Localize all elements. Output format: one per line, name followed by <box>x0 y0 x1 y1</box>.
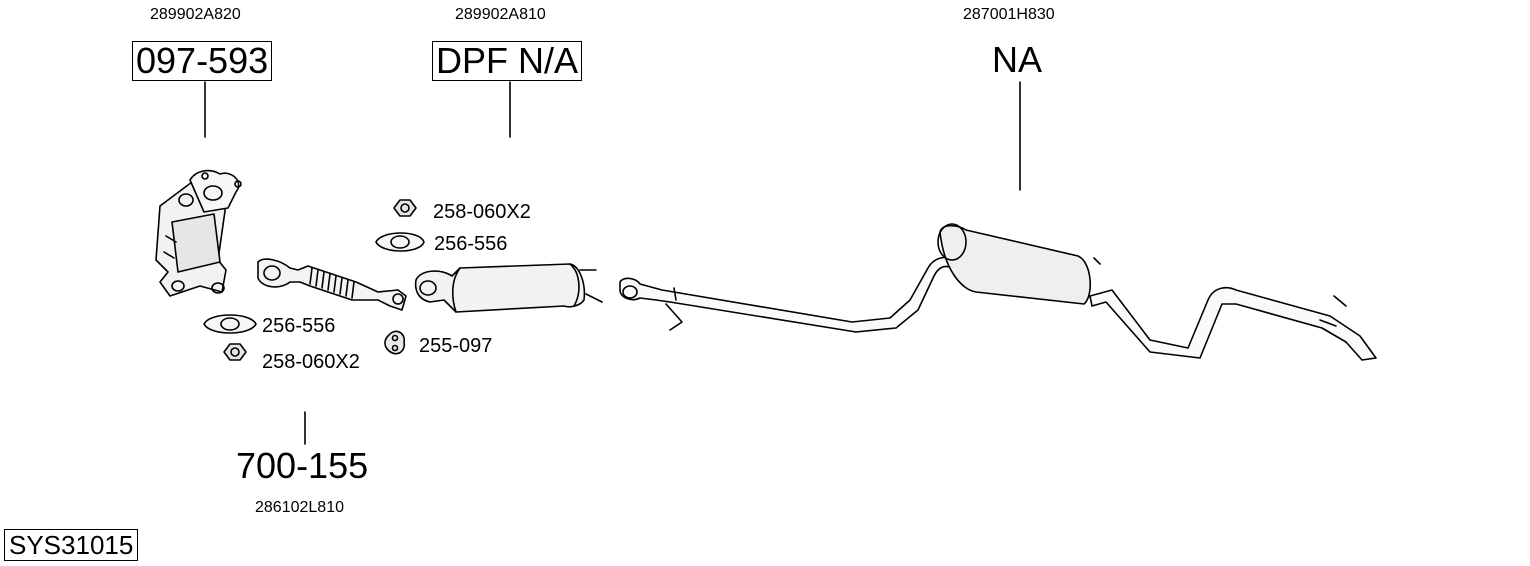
gasket-right-drawing <box>375 232 425 252</box>
silencer-part-number[interactable]: NA <box>992 39 1043 80</box>
silencer-oem-number: 287001H830 <box>963 6 1055 23</box>
cat-oem-number: 289902A820 <box>150 6 241 23</box>
front-pipe-part-number[interactable]: 700-155 <box>236 445 369 486</box>
hanger-label[interactable]: 255-097 <box>419 335 493 357</box>
front-pipe-drawing <box>257 258 407 311</box>
dpf-part-number[interactable]: DPF N/A <box>432 41 583 81</box>
nut-left-label[interactable]: 258-060X2 <box>262 351 360 373</box>
gasket-right-label[interactable]: 256-556 <box>434 233 508 255</box>
gasket-left-drawing <box>203 314 257 334</box>
dpf-oem-number: 289902A810 <box>455 6 546 23</box>
nut-right-label[interactable]: 258-060X2 <box>433 201 531 223</box>
nut-right-drawing <box>393 199 417 217</box>
nut-left-drawing <box>223 343 247 361</box>
front-pipe-oem-number: 286102L810 <box>255 499 344 516</box>
cat-part-number[interactable]: 097-593 <box>132 41 273 81</box>
rear-silencer-drawing <box>937 223 1377 361</box>
dpf-drawing <box>414 263 603 313</box>
catalytic-converter-drawing <box>155 169 242 297</box>
system-code: SYS31015 <box>4 529 139 561</box>
hanger-drawing <box>384 330 406 355</box>
gasket-left-label[interactable]: 256-556 <box>262 315 336 337</box>
center-pipe-drawing <box>619 256 959 333</box>
